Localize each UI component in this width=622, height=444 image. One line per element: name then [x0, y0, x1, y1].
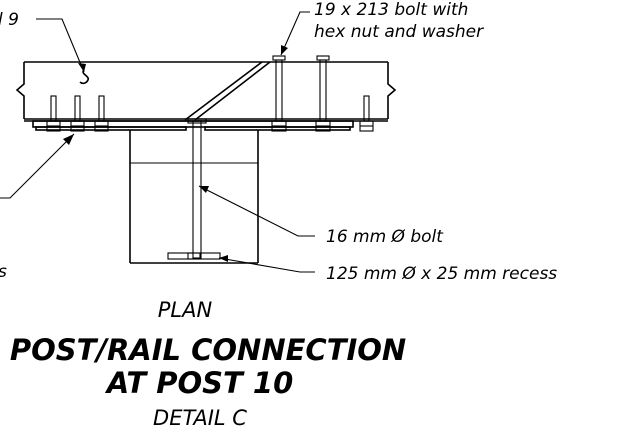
detail-title: DETAIL C: [153, 406, 247, 430]
bolt-group-right: [271, 55, 374, 132]
bolt: [271, 55, 287, 132]
leader-bolt-213: [280, 11, 310, 56]
leader-rail-ref: [36, 18, 85, 73]
main-title-line1: POST/RAIL CONNECTION: [10, 333, 406, 367]
label-bolt-213-line2: hex nut and washer: [314, 22, 484, 42]
label-recess: 125 mm Ø x 25 mm recess: [326, 264, 557, 284]
bolt: [46, 95, 61, 132]
leader-left-bolts: [0, 133, 75, 199]
label-rail-ref: l 9: [0, 10, 19, 30]
leader-arrowhead: [78, 63, 86, 72]
bolt-group-left: [46, 95, 109, 132]
bolt: [315, 55, 331, 132]
bolt: [359, 95, 374, 132]
rail-symbol: [79, 69, 90, 85]
bolt: [94, 95, 109, 132]
leader-arrowhead: [199, 186, 209, 193]
label-left-partial: s: [0, 262, 7, 282]
main-title-line2: AT POST 10: [105, 366, 294, 400]
leader-arrowhead: [63, 134, 74, 145]
splice-diagonal: [184, 61, 271, 121]
view-title: PLAN: [158, 298, 213, 322]
leader-arrowhead: [281, 45, 288, 55]
leader-bolt-16: [198, 185, 315, 237]
label-bolt-16: 16 mm Ø bolt: [326, 227, 444, 247]
leader-arrowhead: [219, 255, 228, 262]
bolt: [70, 95, 85, 132]
leader-recess: [218, 257, 315, 273]
recess: [167, 252, 221, 260]
vertical-bolt-16mm: [187, 118, 207, 259]
post: [129, 130, 259, 264]
label-bolt-213-line1: 19 x 213 bolt with: [314, 0, 468, 20]
